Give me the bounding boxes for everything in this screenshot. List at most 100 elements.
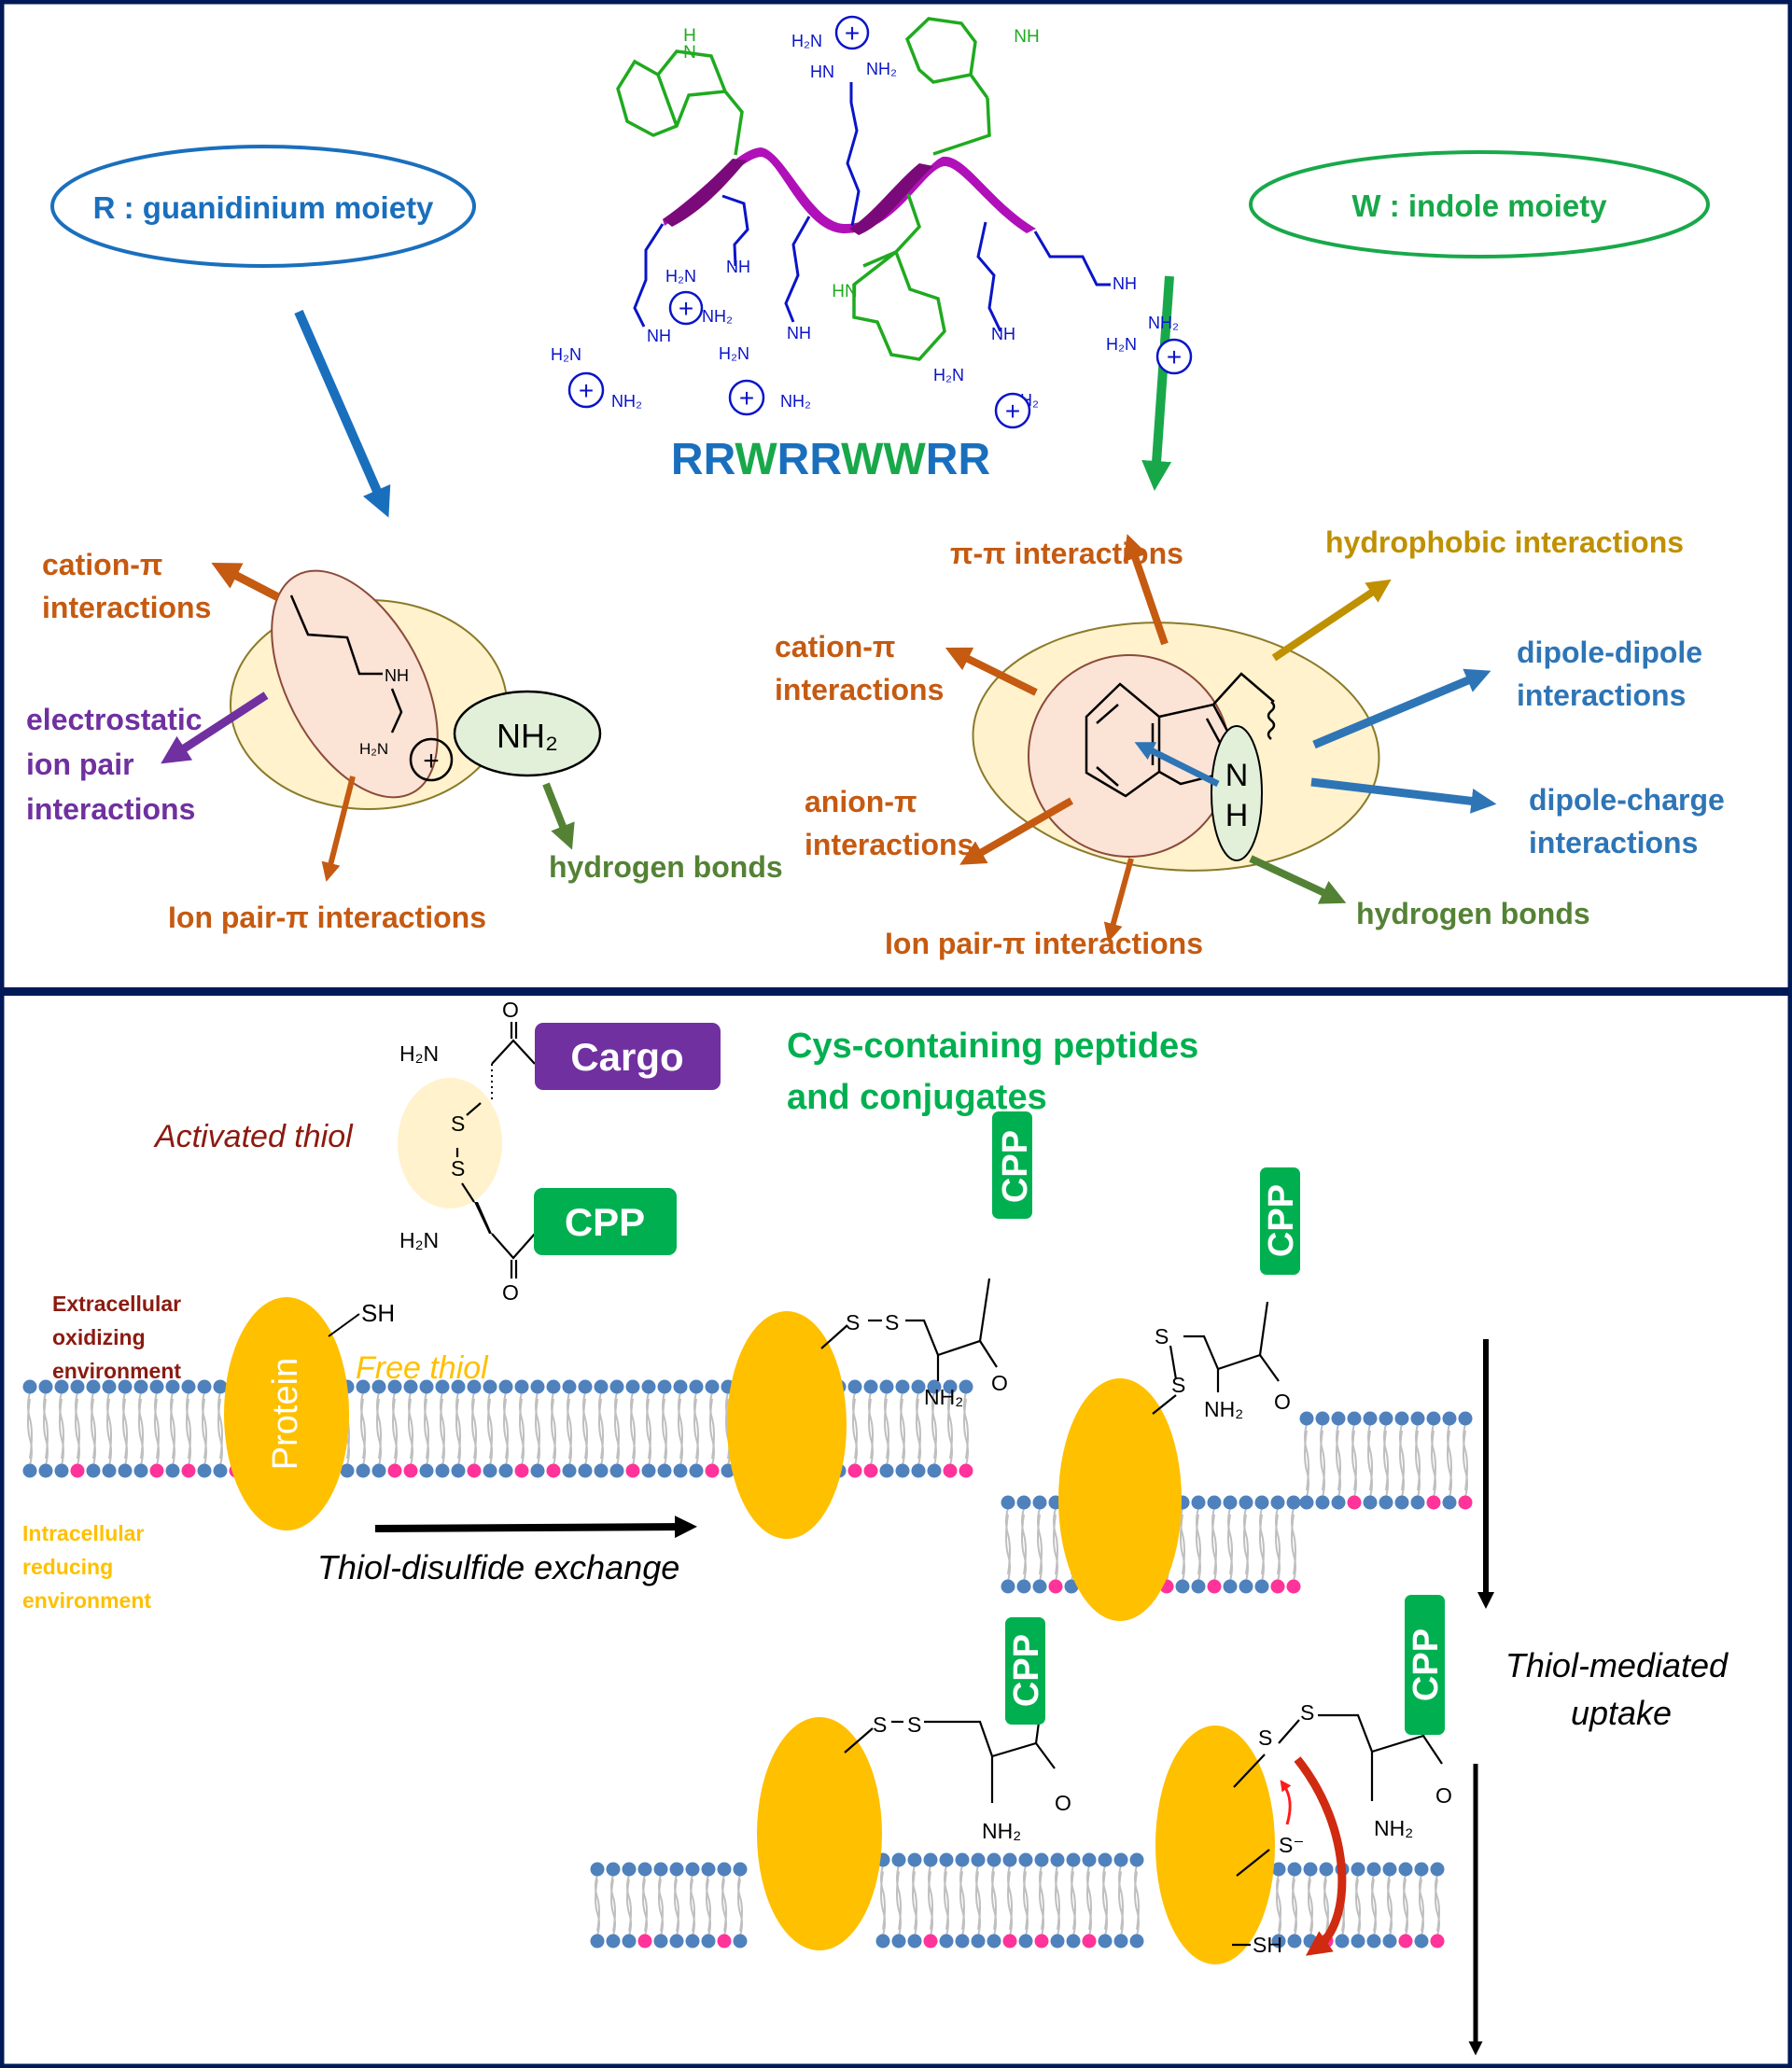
lipid-tail [471, 1391, 477, 1466]
lipid-head-inner [546, 1463, 561, 1478]
trp-dipole-dipole-arrow [1312, 668, 1491, 749]
atom-nh2: NH₂ [924, 1385, 963, 1409]
lipid-head-outer [685, 1862, 700, 1877]
lipid-head-outer [562, 1379, 577, 1394]
lipid-tail [916, 1391, 921, 1466]
lipid-tail [1399, 1423, 1405, 1498]
lipid-head-inner [1299, 1495, 1314, 1510]
lipid-head-outer [939, 1852, 954, 1867]
lipid-head-outer [1016, 1495, 1031, 1510]
lipid-head-outer [911, 1379, 926, 1394]
activated-thiol-highlight [398, 1078, 502, 1209]
extracellular-label: Extracellular oxidizing environment [52, 1292, 187, 1383]
lipid-head-inner [733, 1934, 748, 1949]
lipid-head-inner [514, 1463, 529, 1478]
lipid-head-outer [1331, 1411, 1346, 1426]
lipid-head-outer [1430, 1862, 1445, 1877]
lipid-head-outer [689, 1379, 704, 1394]
lipid-tail [1037, 1507, 1043, 1582]
lipid-head-outer [419, 1379, 434, 1394]
cys-conjugate-structure: O H₂N S S H₂N O Cargo CPP Activated thio… [153, 998, 721, 1305]
lipid-tail [947, 1391, 953, 1466]
lipid-tail [1118, 1865, 1124, 1936]
cpp-label: CPP [1407, 1628, 1446, 1701]
protein-bound-2 [1058, 1378, 1182, 1621]
lipid-tail [991, 1865, 997, 1936]
arg-plus-circle-icon [409, 737, 454, 782]
lipid-head-outer [498, 1379, 513, 1394]
tryptophan-arrow [1141, 275, 1174, 491]
lipid-head-outer [653, 1862, 668, 1877]
lipid-tail [1435, 1874, 1440, 1936]
cargo-box [535, 1023, 721, 1090]
lipid-head-inner [38, 1463, 53, 1478]
atom-h2n: H₂N [399, 1041, 439, 1066]
plus-signs: + + + + + + [579, 19, 1182, 426]
lipid-tail [1304, 1423, 1309, 1498]
lipid-tail [535, 1391, 540, 1466]
lipid-tail [1071, 1865, 1076, 1936]
lipid-head-inner [689, 1463, 704, 1478]
lipid-head-inner [923, 1934, 938, 1949]
lipid-tail [1320, 1423, 1325, 1498]
lipid-head-outer [1129, 1852, 1144, 1867]
lipid-tail [646, 1391, 651, 1466]
plus-icon: + [1005, 397, 1020, 426]
lipid-tail [440, 1391, 445, 1466]
lipid-head-inner [1286, 1579, 1301, 1594]
tryptophan-label-text: W : indole moiety [1351, 189, 1607, 223]
lipid-tail [1351, 1423, 1357, 1498]
lipid-tail [944, 1865, 949, 1936]
lipid-tail [186, 1391, 191, 1466]
lipid-head-outer [673, 1379, 688, 1394]
lipid-tail [138, 1391, 144, 1466]
lipid-head-inner [1414, 1934, 1429, 1949]
lipid-tail [1102, 1865, 1108, 1936]
conjugate-atoms: O H₂N S S H₂N O [399, 998, 519, 1305]
lipid-head-inner [955, 1934, 970, 1949]
lipid-tail [642, 1874, 648, 1936]
arginine-label: R : guanidinium moiety [50, 145, 476, 268]
lipid-head-outer [149, 1379, 164, 1394]
sequence-letter-trp: W [735, 435, 777, 484]
lipid-head-inner [1347, 1495, 1362, 1510]
guan-h2n: H₂N [665, 267, 696, 286]
guan-nh: NH [787, 324, 811, 342]
lipid-tail [610, 1874, 616, 1936]
bound-2-bonds [1152, 1301, 1280, 1415]
lipid-head-inner [451, 1463, 466, 1478]
guan-nh: NH [991, 325, 1015, 343]
guan-h2n: H₂N [719, 344, 749, 363]
lipid-tail [408, 1391, 413, 1466]
lipid-tail [880, 1865, 886, 1936]
lipid-tail [106, 1391, 112, 1466]
arginine-inner-ellipse [271, 569, 439, 799]
lipid-head-outer [1394, 1411, 1409, 1426]
lipid-tail [154, 1391, 160, 1466]
lipid-head-inner [637, 1934, 652, 1949]
lipid-head-inner [1331, 1495, 1346, 1510]
lipid-head-outer [895, 1379, 910, 1394]
indole-w2 [904, 17, 991, 156]
lipid-head-outer [403, 1379, 418, 1394]
protein-reducing [1155, 1726, 1275, 1964]
lipid-tail [674, 1874, 679, 1936]
atom-nh2: NH₂ [1374, 1816, 1413, 1840]
protein-bound-3 [757, 1717, 882, 1950]
trp-dipole-dipole-label: dipole-dipole interactions [1517, 636, 1711, 712]
cargo-label: Cargo [570, 1035, 683, 1079]
lipid-head-inner [1335, 1934, 1350, 1949]
lipid-head-outer [1398, 1862, 1413, 1877]
lipid-head-inner [971, 1934, 986, 1949]
lipid-tail [852, 1391, 858, 1466]
guan-nh2: NH₂ [702, 307, 733, 326]
lipid-head-inner [213, 1463, 228, 1478]
lipid-head-outer [1319, 1862, 1334, 1877]
lipid-head-inner [1016, 1579, 1031, 1594]
atom-s: S [885, 1310, 899, 1334]
lipid-head-inner [181, 1463, 196, 1478]
lipid-head-inner [1379, 1495, 1393, 1510]
atom-s: S [846, 1310, 860, 1334]
lipid-head-outer [1442, 1411, 1457, 1426]
bottom-title: Cys-containing peptides and conjugates [787, 1027, 1209, 1117]
